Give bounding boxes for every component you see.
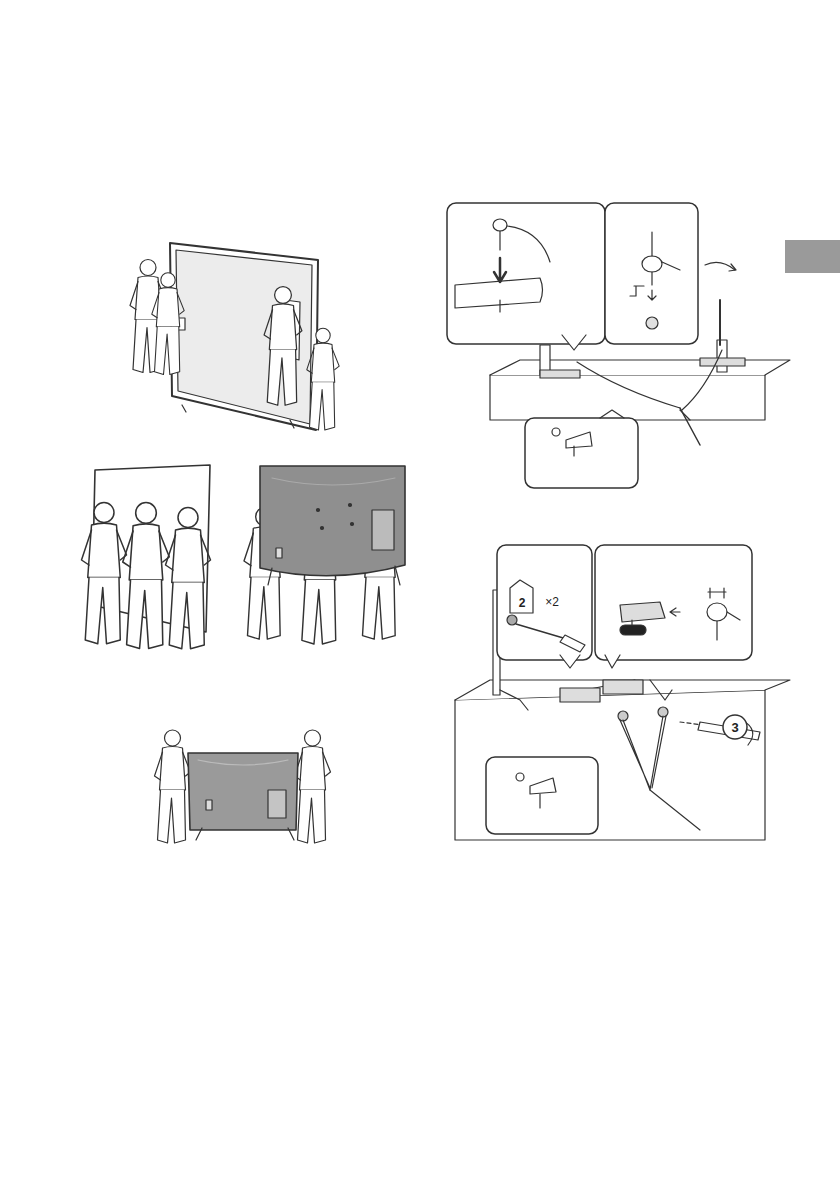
carrying-tv-back bbox=[244, 466, 405, 644]
carrying-tv-two-people bbox=[155, 730, 331, 843]
quantity-label: ×2 bbox=[545, 596, 559, 608]
wall-anchor-setup bbox=[455, 545, 790, 840]
callout-number: 3 bbox=[731, 721, 738, 734]
screw-type-icon bbox=[510, 580, 533, 613]
screw-type-number: 2 bbox=[519, 597, 526, 609]
step-circle bbox=[723, 715, 747, 739]
section-tab bbox=[785, 240, 840, 273]
stand-strap-setup bbox=[447, 203, 790, 488]
lifting-tv-four-people bbox=[130, 243, 339, 430]
carrying-panel-three-people bbox=[82, 465, 211, 649]
